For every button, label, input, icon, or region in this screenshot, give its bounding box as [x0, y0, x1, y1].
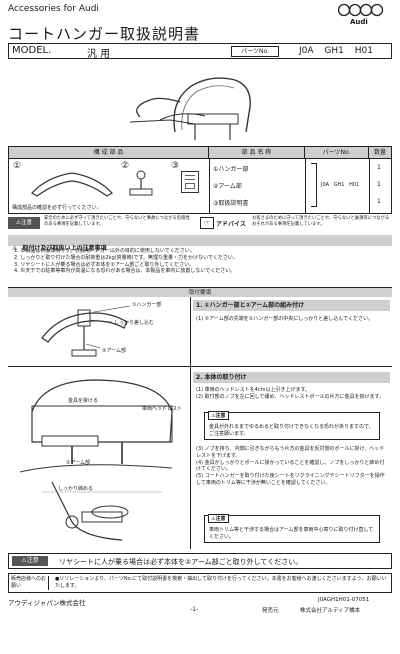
assembly-figure [12, 300, 187, 360]
hanger-part-icon [27, 163, 117, 199]
brand-line: Accessories for Audi [8, 4, 99, 14]
parts-value: J0A GH1 H01 [299, 46, 373, 56]
marker-1: ① [13, 161, 22, 171]
audi-logo-text: Audi [350, 18, 368, 26]
precaution-1: 1. 本製品は衣服専用です。衣服用ハンガー以外の目的に使用しないでください。 [14, 248, 195, 254]
step2-item-2: (2) 取付部のノブを左に回して緩め、ヘッドレストポールの片方に金具を掛けます。 [196, 393, 385, 400]
caution-legend: ⚠注意 [8, 217, 40, 229]
bottom-caution-tag: ⚠注意 [12, 556, 48, 566]
bottom-caution-label: 注意 [26, 557, 39, 564]
precaution-2: 2. しっかりと取り付けた場合の耐荷重は2kg(質量時)です。無理な重量・力をか… [14, 254, 238, 261]
precautions-list: 1. 本製品は衣服専用です。衣服用ハンガー以外の目的に使用しないでください。 2… [14, 248, 390, 275]
step2-list-b: (3) ノブを持ち、内側に引きながらもう片方の金具を反対側のポールに掛け、ヘッド… [196, 446, 386, 487]
components-header-left: 構 成 部 品 [9, 147, 209, 159]
components-header-qty: 数量 [369, 147, 391, 159]
precaution-3: 3. リヤシートに人が乗る場合は必ず本体を②アーム部ごと取り外してください。 [14, 261, 195, 268]
step2-list-a: (1) 車両のヘッドレストを4cm以上引き上げます。 (2) 取付部のノブを左に… [196, 387, 386, 401]
step2-item-5: (5) コートハンガーを取り付けた後シートをリクライニングやシートリフターを操作… [196, 473, 385, 486]
caution1-tag: ⚠注意 [208, 411, 229, 420]
caution-legend-label: 注意 [20, 220, 32, 226]
fig2-label-tighten: しっかり締める [58, 486, 94, 492]
arm-part-icon [127, 169, 157, 199]
bottom-caution: ⚠注意 リヤシートに人が乗る場合は必ず本体を②アーム部ごと取り外してください。 [8, 553, 392, 569]
caution1-text: 金具が外れるまでゆるめると取り付けできなくなる恐れがありますので、ご注意願います… [209, 424, 374, 437]
advice-legend-text: お客さまのために守って頂きたいことや、守らないと破損等につながるおそれがある事項… [252, 216, 390, 227]
page-title: コートハンガー取扱説明書 [8, 25, 201, 43]
seller-name: 株式会社アルティア橋本 [300, 608, 361, 614]
marker-3: ③ [171, 161, 180, 171]
caution2-text: 車両トリム等と干渉する場合はアーム部を車両中心寄りに取り付け直してください。 [209, 527, 374, 540]
step1-title: 1. ①ハンガー部と②アーム部の組み付け [193, 300, 390, 311]
audi-rings-logo [330, 3, 392, 19]
caution-box-1: ⚠注意 金具が外れるまでゆるめると取り付けできなくなる恐れがありますので、ご注意… [204, 411, 380, 440]
fig1-label-insert: しっかり差し込む [114, 320, 155, 326]
fig1-label-hanger: ①ハンガー部 [132, 302, 162, 308]
fig2-label-headrest: 車両ヘッドレスト [142, 406, 183, 412]
step2-item-4: (4) 金具がしっかりとポールに掛かっていることを確認し、ノブをしっかりと締め付… [196, 459, 385, 473]
caution-box-2: ⚠注意 車両トリム等と干渉する場合はアーム部を車両中心寄りに取り付け直してくださ… [204, 514, 380, 543]
dealer-text: ●リリレーションより、パーツNo.にて取付説明書を検索・抽出して取り付けを行って… [55, 576, 387, 589]
fig1-label-arm: ②アーム部 [102, 348, 127, 354]
components-header-name: 部 品 名 称 [209, 147, 305, 159]
precaution-4: 4. 炎天下での駐車等車内が高温になる恐れがある場合は、本製品を車内に放置しない… [14, 268, 236, 275]
step2-title: 2. 本体の取り付け [193, 372, 390, 383]
item-name-2: ②アーム部 [213, 183, 242, 190]
install-figure [12, 372, 188, 547]
step2-item-3: (3) ノブを持ち、内側に引きながらもう片方の金具を反対側のポールに掛け、ヘッド… [196, 446, 385, 459]
product-illustration [100, 62, 300, 142]
caution2-tag: ⚠注意 [208, 514, 229, 523]
dealer-label: 販売店様へのお願い [11, 576, 49, 590]
page-number: -1- [190, 606, 199, 613]
caution1-tag-label: 注意 [215, 413, 226, 419]
step2-item-1: (1) 車両のヘッドレストを4cm以上引き上げます。 [196, 387, 310, 393]
caution-legend-text: 安全のために必ず守って頂きたいことや、守らないと事故につながる危険性のある事項を… [44, 216, 190, 227]
item-qty-3: 1 [377, 198, 381, 205]
item-qty-2: 1 [377, 181, 381, 188]
model-value: 汎 用 [87, 49, 111, 60]
seller-label: 発売元 [262, 608, 279, 614]
advice-icon: ☞ [200, 217, 214, 229]
step1-text: (1) ②アーム部の先端を①ハンガー部の中央にしっかりと差し込んでください。 [196, 316, 373, 322]
manual-icon [181, 171, 199, 193]
marker-2: ② [121, 161, 130, 171]
item-name-3: ③取扱説明書 [213, 200, 249, 207]
precautions-heading-bar: ⚠ 取付け及び取扱い上の注意事項 [8, 235, 392, 252]
confirm-note: 構成部品の確認を必ず行ってください。 [12, 205, 102, 211]
precautions-heading: 取付け及び取扱い上の注意事項 [22, 245, 107, 252]
bottom-caution-text: リヤシートに人が乗る場合は必ず本体を②アーム部ごと取り外してください。 [59, 558, 303, 566]
caution2-tag-label: 注意 [215, 516, 226, 522]
model-row: MODEL. 汎 用 パーツNo. J0A GH1 H01 [8, 43, 392, 60]
parts-label: パーツNo. [231, 46, 279, 57]
model-label: MODEL. [12, 45, 52, 56]
item-qty-1: 1 [377, 164, 381, 171]
components-header-partno: パーツNo. [305, 147, 369, 159]
company-name: アウディジャパン株式会社 [8, 599, 86, 607]
partno-bracket [311, 163, 317, 207]
fig2-label-bracket: 金具を掛ける [68, 398, 99, 404]
procedure-heading: 取付要領 [8, 287, 392, 297]
item-name-1: ①ハンガー部 [213, 166, 249, 173]
doc-number: J0AGH1H01-07051 [318, 597, 370, 603]
components-table: 構 成 部 品 部 品 名 称 パーツNo. 数量 ① ② ③ 構成部品の確認を… [8, 146, 392, 214]
item-partno: J0A GH1 H01 [321, 182, 360, 188]
notice-row: ⚠注意 安全のために必ず守って頂きたいことや、守らないと事故につながる危険性のあ… [8, 216, 392, 232]
advice-legend-label: アドバイス [216, 221, 246, 228]
fig2-label-arm: ②アーム部 [66, 460, 91, 466]
dealer-notice: 販売店様へのお願い ●リリレーションより、パーツNo.にて取付説明書を検索・抽出… [8, 573, 392, 593]
